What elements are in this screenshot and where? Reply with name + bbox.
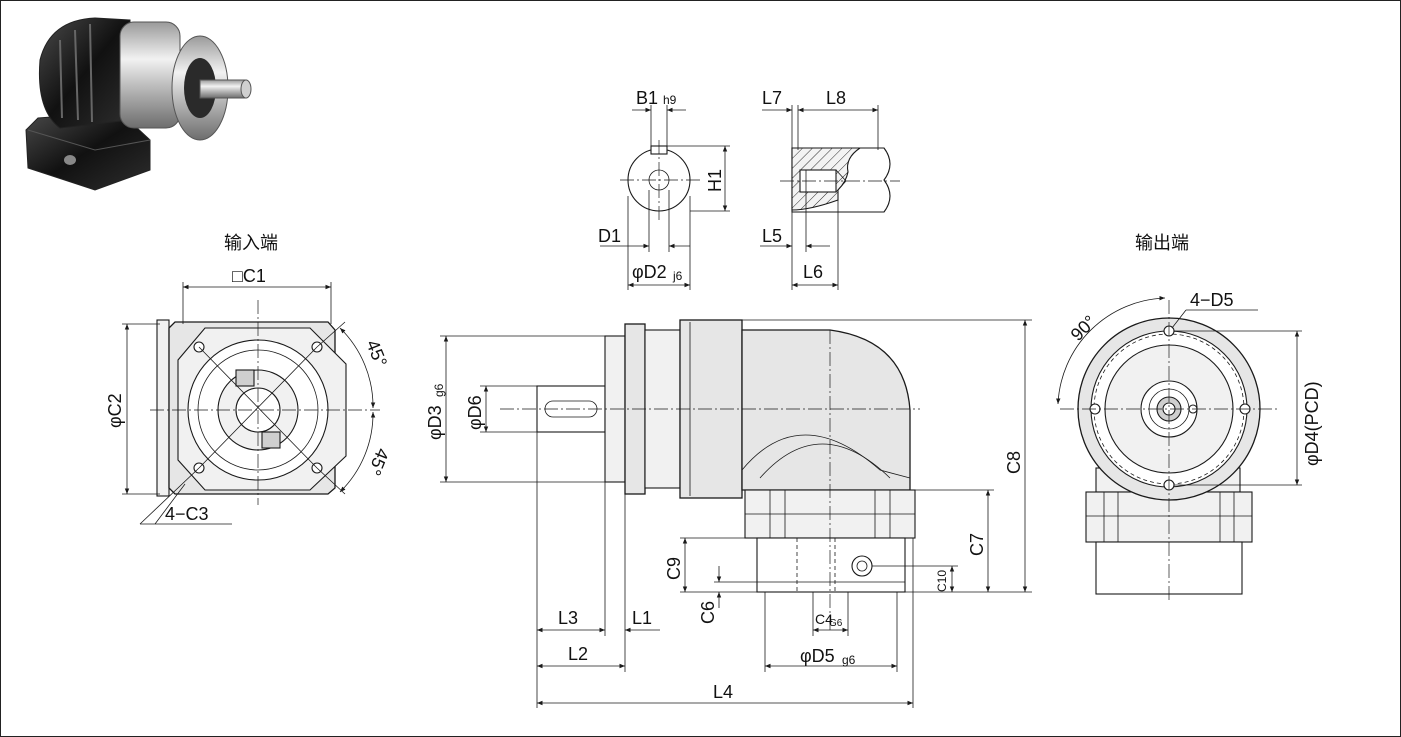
label-d5: φD5: [800, 646, 835, 666]
label-c2: φC2: [105, 393, 125, 428]
label-h1: H1: [705, 169, 725, 192]
input-end-view: [122, 282, 380, 525]
input-flange-edge: [156, 319, 170, 497]
label-c3: 4−C3: [165, 504, 209, 524]
labels: 输入端 输出端 □C1 φC2 4−C3 45° 45° B1 h9 H1 D1…: [105, 88, 1322, 702]
label-d6: φD6: [465, 395, 485, 430]
label-angle-90: 90°: [1067, 311, 1100, 344]
label-d5-sub: g6: [842, 653, 856, 667]
label-l7: L7: [762, 88, 782, 108]
label-l8: L8: [826, 88, 846, 108]
label-l1: L1: [632, 608, 652, 628]
clamp-bolt-icon: [851, 555, 873, 577]
label-c7: C7: [967, 533, 987, 556]
label-d2-sub: j6: [672, 269, 683, 283]
label-l2: L2: [568, 644, 588, 664]
label-c9: C9: [664, 557, 684, 580]
label-l4: L4: [713, 682, 733, 702]
label-l3: L3: [558, 608, 578, 628]
label-angle-bottom: 45°: [364, 446, 393, 479]
label-4-d5: 4−D5: [1190, 290, 1234, 310]
output-end-view: [1056, 295, 1302, 600]
label-d4: φD4(PCD): [1302, 381, 1322, 466]
shaft-tap-detail: [760, 105, 900, 290]
label-d3: φD3: [425, 405, 445, 440]
label-c4: C4: [815, 611, 833, 627]
main-side-view: [440, 319, 1032, 708]
motor-adapter: [756, 537, 906, 593]
label-l5: L5: [762, 226, 782, 246]
label-d2: φD2: [632, 262, 667, 282]
label-c4-sub: G6: [829, 618, 843, 629]
label-c6: C6: [698, 601, 718, 624]
label-c1: □C1: [232, 266, 266, 286]
elbow-housing: [741, 329, 911, 491]
label-d3-sub: g6: [432, 383, 446, 397]
label-l6: L6: [803, 262, 823, 282]
output-end-title: 输出端: [1135, 233, 1189, 254]
product-photo: [25, 17, 252, 191]
shaft-section-view: [600, 105, 730, 290]
label-angle-top: 45°: [362, 337, 391, 370]
label-c10: C10: [935, 570, 949, 592]
label-c8: C8: [1004, 451, 1024, 474]
label-d1: D1: [598, 226, 621, 246]
input-end-title: 输入端: [224, 233, 278, 254]
label-b1: B1: [636, 88, 658, 108]
label-b1-sub: h9: [663, 93, 677, 107]
